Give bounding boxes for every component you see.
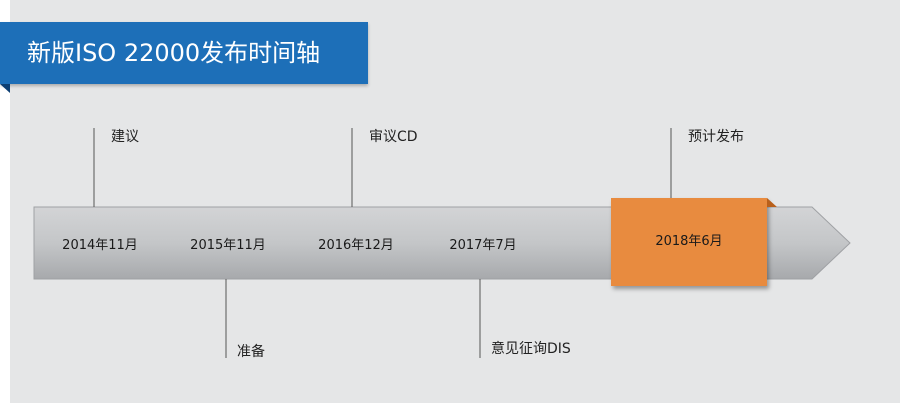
stage-label-proposal: 建议 xyxy=(111,129,139,145)
page-title: 新版ISO 22000发布时间轴 xyxy=(27,39,321,67)
date-label-2017: 2017年7月 xyxy=(449,238,517,253)
date-label-2015: 2015年11月 xyxy=(190,238,266,253)
highlight-date-label: 2018年6月 xyxy=(655,234,723,249)
stage-label-publish: 预计发布 xyxy=(688,129,744,145)
stage-label-preparation: 准备 xyxy=(237,344,265,360)
stage-label-cd: 审议CD xyxy=(369,129,418,145)
date-label-2016: 2016年12月 xyxy=(318,238,394,253)
highlight-box-fold xyxy=(767,198,777,207)
stage-label-dis: 意见征询DIS xyxy=(491,341,571,357)
title-banner-fold xyxy=(0,84,10,93)
date-label-2014: 2014年11月 xyxy=(62,238,138,253)
title-banner xyxy=(0,22,368,84)
highlight-box xyxy=(611,198,767,286)
